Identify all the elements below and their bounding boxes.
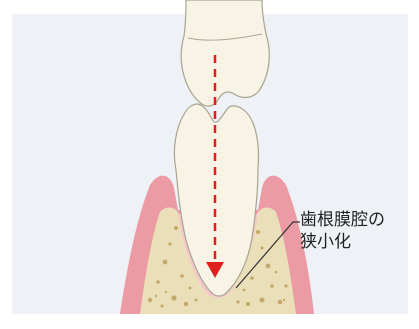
bone-pore	[156, 280, 160, 284]
bone-pore	[284, 284, 287, 287]
bone-pore	[275, 271, 278, 274]
ligament-label: 歯根膜腔の 狭小化	[300, 209, 385, 253]
bone-pore	[243, 289, 246, 292]
bone-pore	[195, 299, 198, 302]
bone-pore	[165, 291, 167, 293]
bone-pore	[168, 242, 171, 245]
bone-pore	[180, 274, 184, 278]
bone-pore	[246, 302, 250, 306]
bone-pore	[184, 302, 188, 306]
bone-pore	[161, 305, 164, 308]
bone-pore	[163, 260, 168, 265]
bone-pore	[260, 298, 265, 303]
bone-pore	[250, 276, 254, 280]
bone-pore	[283, 299, 285, 301]
bone-pore	[278, 300, 283, 305]
bone-pore	[236, 300, 239, 303]
ligament-label-line2: 狭小化	[300, 231, 385, 253]
bone-pore	[266, 264, 271, 269]
bone-pore	[155, 295, 157, 297]
bone-pore	[171, 295, 176, 300]
bone-pore	[189, 287, 192, 290]
upper-tooth	[181, 0, 269, 106]
ligament-label-line1: 歯根膜腔の	[300, 209, 385, 231]
bone-pore	[148, 298, 152, 302]
bone-pore	[270, 284, 274, 288]
bone-pore	[260, 246, 263, 249]
bone-pore	[256, 230, 260, 234]
bone-pore	[174, 226, 178, 230]
